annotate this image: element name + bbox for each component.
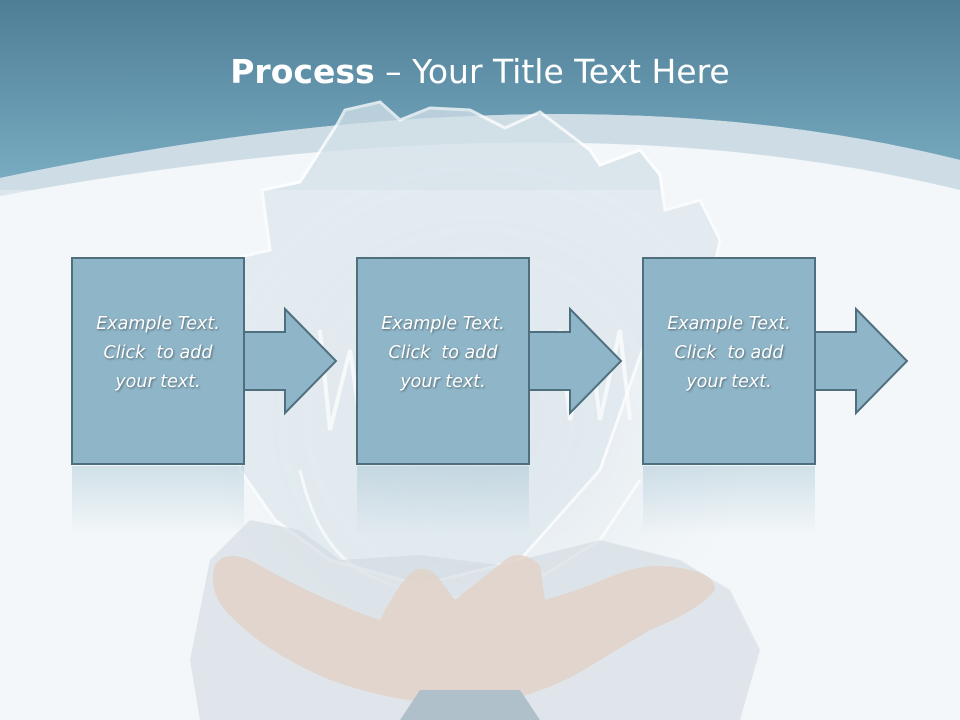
hand-illustration bbox=[212, 555, 716, 720]
title-rest: – Your Title Text Here bbox=[374, 52, 730, 91]
step-1-reflection bbox=[72, 466, 244, 536]
step-1-line-3: your text. bbox=[115, 372, 201, 392]
step-1-line-1: Example Text. bbox=[96, 314, 220, 334]
step-2-line-2: Click to add bbox=[388, 343, 498, 363]
step-3-line-3: your text. bbox=[686, 372, 772, 392]
process-step-1[interactable]: Example Text. Click to add your text. bbox=[72, 258, 244, 464]
arrow-3 bbox=[814, 306, 909, 416]
title-bold: Process bbox=[230, 52, 375, 91]
step-2-reflection bbox=[357, 466, 529, 536]
process-step-3[interactable]: Example Text. Click to add your text. bbox=[643, 258, 815, 464]
step-3-text[interactable]: Example Text. Click to add your text. bbox=[643, 310, 815, 397]
header-band bbox=[0, 0, 960, 178]
step-2-box bbox=[356, 257, 530, 465]
step-3-box bbox=[642, 257, 816, 465]
step-2-line-1: Example Text. bbox=[381, 314, 505, 334]
step-3-reflection bbox=[643, 466, 815, 536]
step-1-line-2: Click to add bbox=[103, 343, 213, 363]
header-swoosh bbox=[0, 114, 960, 196]
step-3-line-2: Click to add bbox=[674, 343, 784, 363]
step-1-box bbox=[71, 257, 245, 465]
arrow-1 bbox=[243, 306, 338, 416]
step-2-text[interactable]: Example Text. Click to add your text. bbox=[357, 310, 529, 397]
process-step-2[interactable]: Example Text. Click to add your text. bbox=[357, 258, 529, 464]
step-1-text[interactable]: Example Text. Click to add your text. bbox=[72, 310, 244, 397]
step-2-line-3: your text. bbox=[400, 372, 486, 392]
slide-title[interactable]: Process – Your Title Text Here bbox=[0, 52, 960, 91]
arrow-2 bbox=[528, 306, 623, 416]
step-3-line-1: Example Text. bbox=[667, 314, 791, 334]
